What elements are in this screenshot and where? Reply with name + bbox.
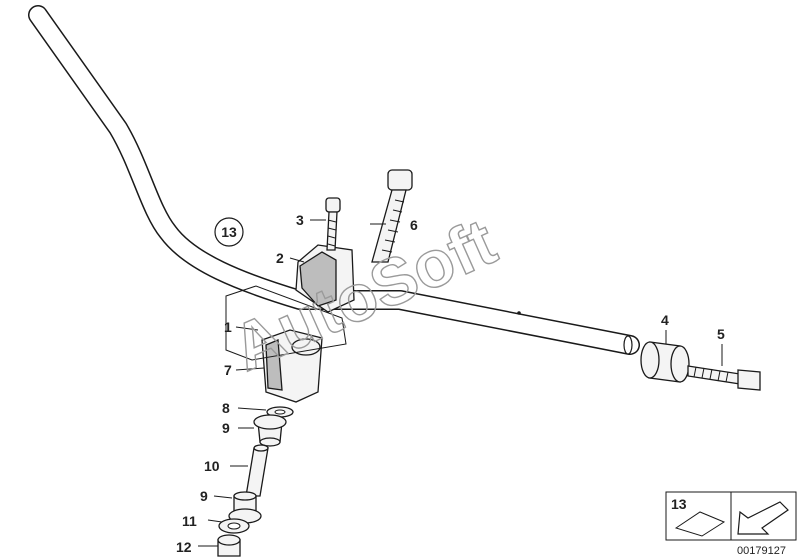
callout-11: 11 xyxy=(182,513,197,529)
washer-11 xyxy=(218,518,250,534)
long-bolt xyxy=(371,169,413,263)
washer-8 xyxy=(266,406,294,418)
callout-13: 13 xyxy=(221,224,237,240)
base-plate xyxy=(225,285,347,361)
legend-box: 13 xyxy=(665,491,797,541)
arrow-down-left-icon xyxy=(737,501,789,535)
upper-clamp xyxy=(295,244,355,313)
callout-1: 1 xyxy=(224,319,232,335)
callout-3: 3 xyxy=(296,212,304,228)
callout-9-lower: 9 xyxy=(200,488,208,504)
callout-6: 6 xyxy=(410,217,418,233)
callout-5: 5 xyxy=(717,326,725,342)
mat-icon xyxy=(674,511,726,537)
bar-end-screw xyxy=(687,365,761,391)
callout-4: 4 xyxy=(661,312,669,328)
callout-10: 10 xyxy=(204,458,220,474)
clamp-bolt xyxy=(325,197,341,251)
bushing-lower xyxy=(228,491,262,524)
callout-12: 12 xyxy=(176,539,192,555)
callout-8: 8 xyxy=(222,400,230,416)
legend-box-label: 13 xyxy=(671,496,687,512)
bushing-upper xyxy=(253,414,287,447)
sleeve xyxy=(245,444,269,497)
handlebar-riser xyxy=(261,329,323,403)
callout-13-circle: 13 xyxy=(214,217,244,247)
callout-7: 7 xyxy=(224,362,232,378)
nut-12 xyxy=(217,534,241,557)
bar-end-weight xyxy=(640,341,690,383)
handlebar-tube xyxy=(28,5,640,355)
callout-2: 2 xyxy=(276,250,284,266)
leader-lines xyxy=(198,219,723,547)
document-number: 00179127 xyxy=(737,545,786,557)
callout-9-upper: 9 xyxy=(222,420,230,436)
